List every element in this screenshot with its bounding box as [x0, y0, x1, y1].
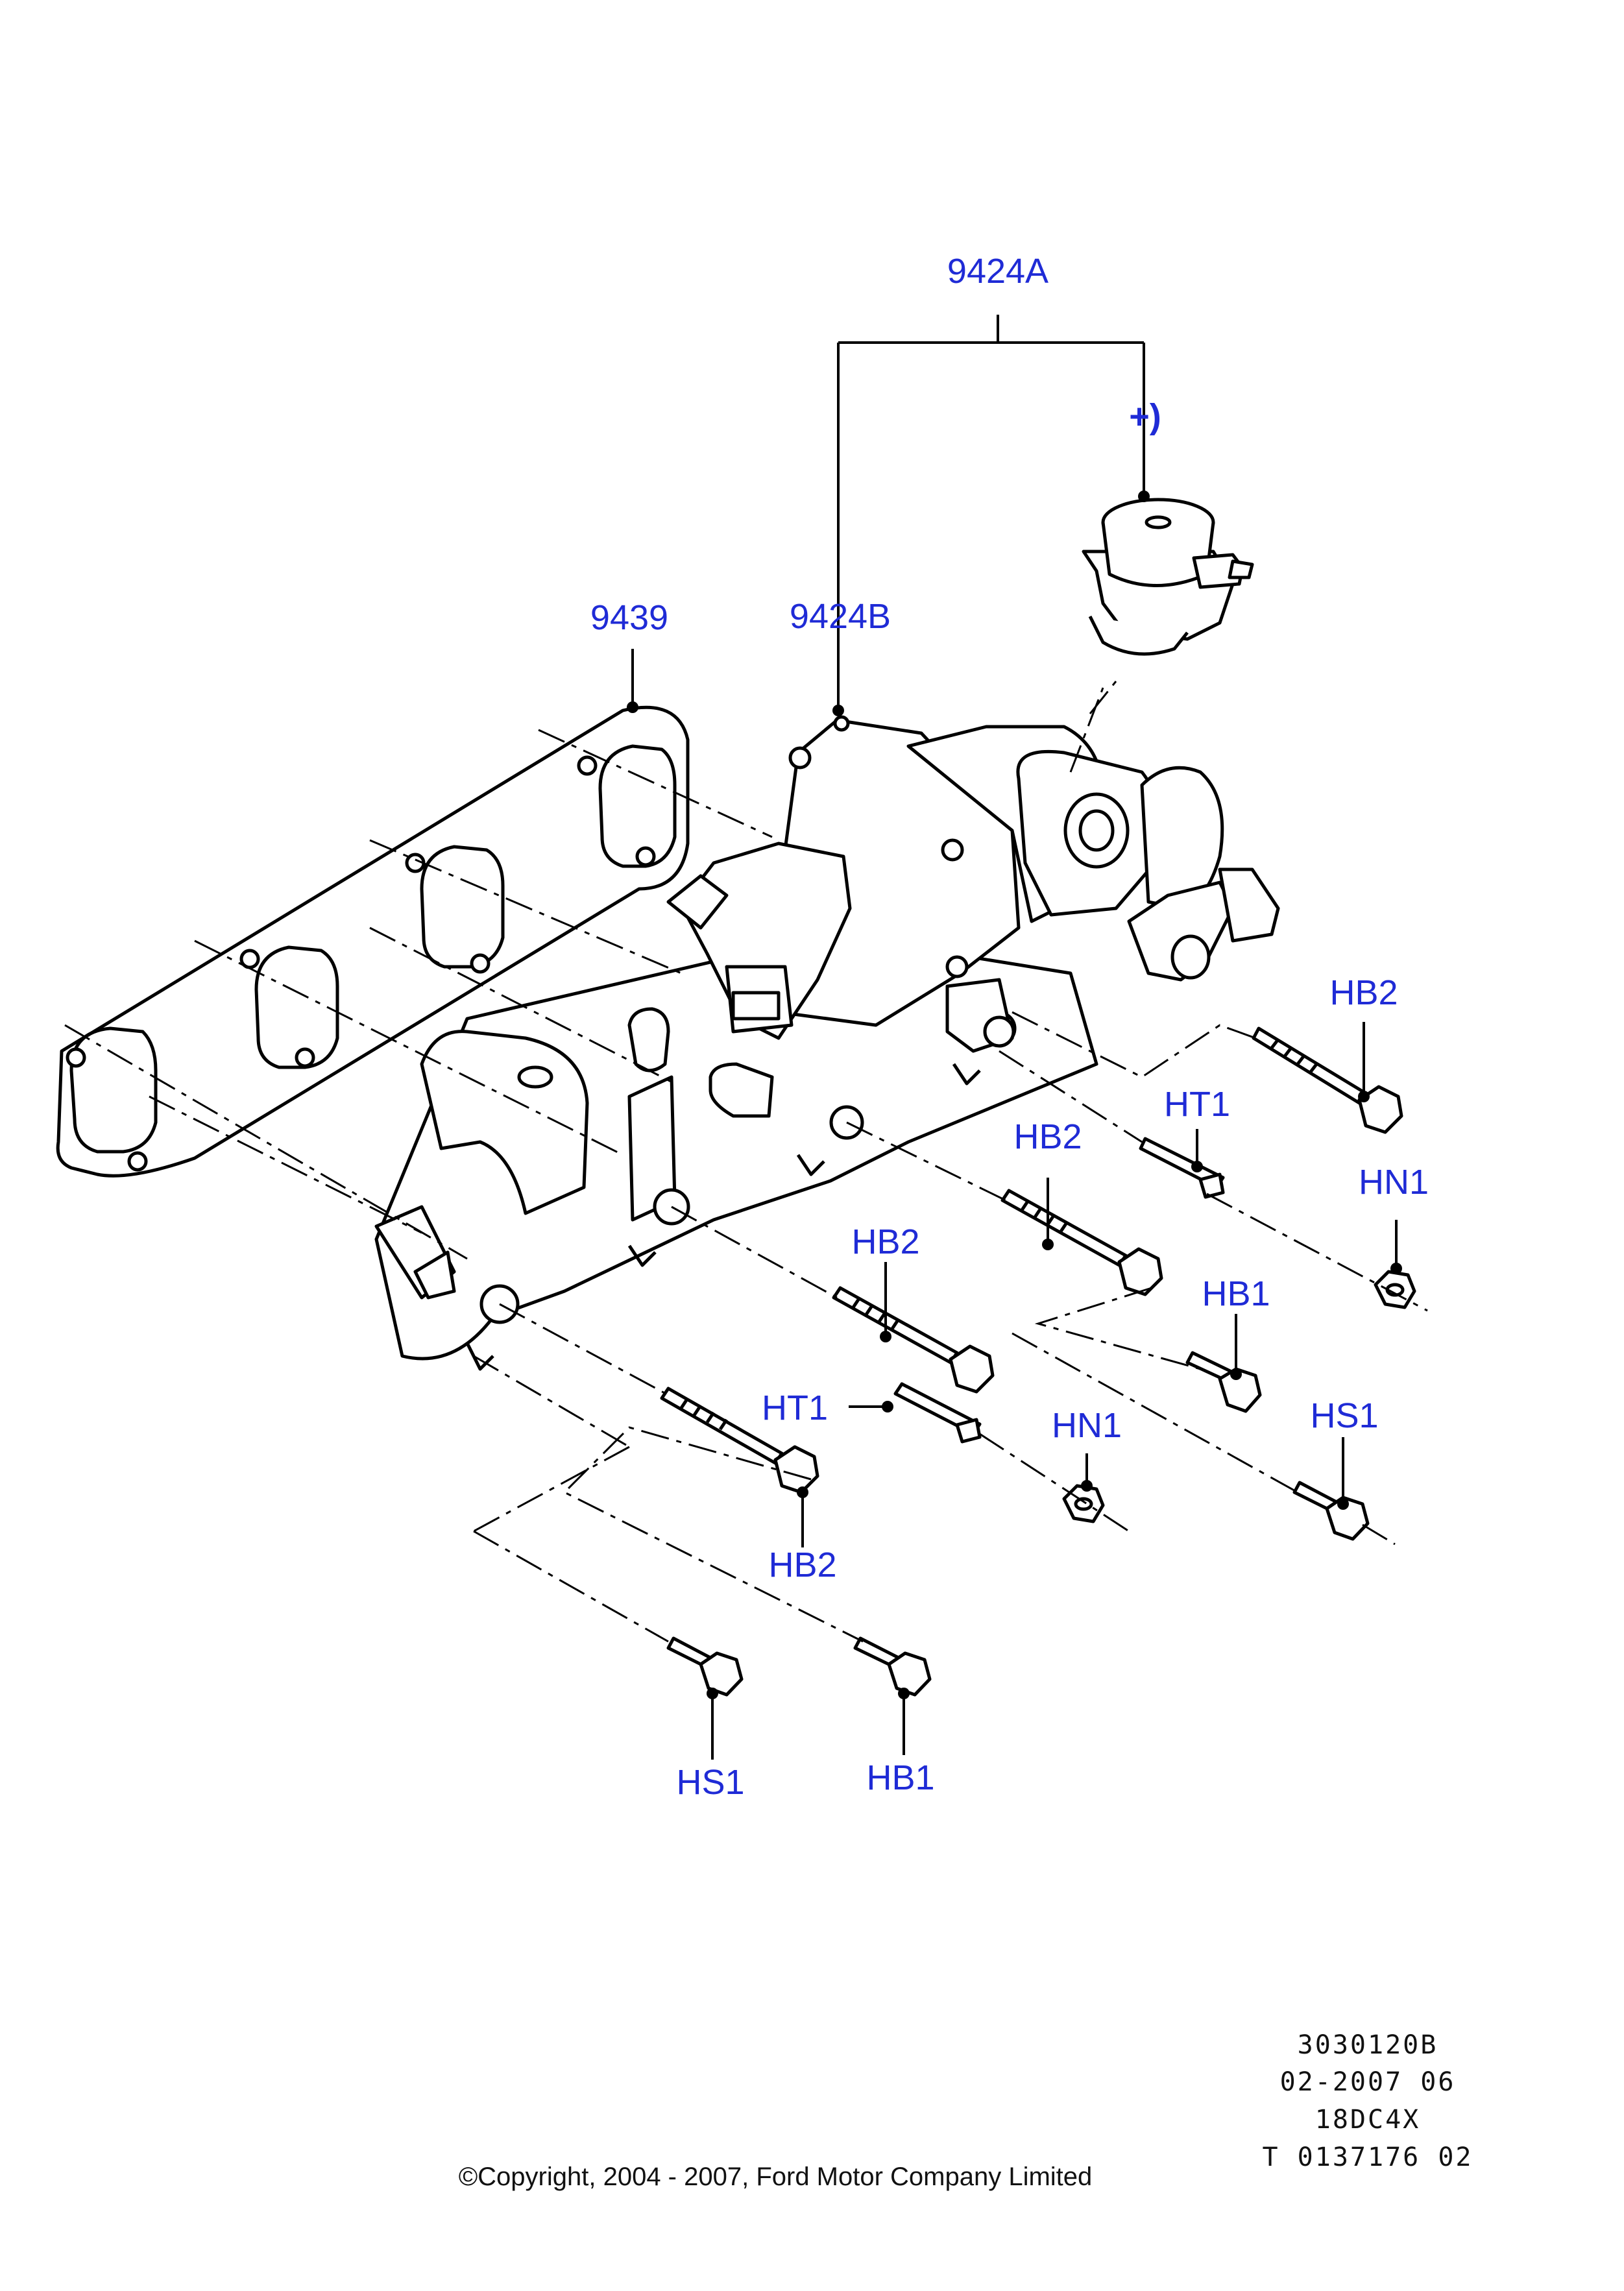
- label-HB2-1: HB2: [1329, 973, 1398, 1012]
- copyright-notice: ©Copyright, 2004 - 2007, Ford Motor Comp…: [459, 2163, 1093, 2191]
- bolt-HB1-2: [853, 1636, 932, 1697]
- bolt-HB2-1: [1252, 1026, 1403, 1134]
- bolt-HB1-1: [1185, 1351, 1262, 1413]
- leader-lines: [627, 315, 1402, 1760]
- label-9439: 9439: [590, 598, 668, 637]
- intake-manifold: [374, 932, 1098, 1371]
- nut-HN1-2: [1062, 1484, 1105, 1523]
- ref-line-2: 02-2007 06: [1280, 2067, 1456, 2097]
- label-HB1-2: HB1: [866, 1758, 934, 1797]
- center-lines: [64, 681, 1428, 1643]
- label-HB2-4: HB2: [768, 1546, 836, 1584]
- label-HS1-2: HS1: [676, 1763, 744, 1802]
- stud-HT1-1: [1139, 1137, 1225, 1199]
- bolt-HB2-3: [832, 1286, 995, 1394]
- bolt-HS1-1: [1292, 1481, 1370, 1541]
- label-HS1-1: HS1: [1310, 1396, 1378, 1435]
- fasteners: [660, 1026, 1416, 1697]
- bolt-HS1-2: [666, 1636, 744, 1697]
- nut-HN1-1: [1374, 1270, 1416, 1309]
- stud-HT1-2: [893, 1382, 982, 1444]
- egr-valve-9424A: [1082, 498, 1254, 656]
- bolt-HB2-2: [1000, 1189, 1163, 1296]
- label-HT1-1: HT1: [1164, 1085, 1230, 1124]
- label-plus-note: +): [1129, 397, 1161, 436]
- label-HB2-2: HB2: [1013, 1117, 1082, 1156]
- label-9424B: 9424B: [790, 597, 891, 636]
- bolt-HB2-4: [660, 1387, 819, 1494]
- ref-line-3: 18DC4X: [1315, 2105, 1421, 2135]
- part-labels: 9424A +) 9439 9424B HB2 HT1 HN1 HB2 HB2 …: [590, 252, 1429, 1802]
- label-HN1-1: HN1: [1359, 1163, 1429, 1202]
- label-HB2-3: HB2: [851, 1222, 919, 1261]
- label-HB1-1: HB1: [1202, 1274, 1270, 1313]
- label-HN1-2: HN1: [1052, 1406, 1122, 1445]
- label-HT1-2: HT1: [762, 1388, 828, 1427]
- ref-line-4: T 0137176 02: [1263, 2142, 1473, 2172]
- ref-line-1: 3030120B: [1298, 2030, 1438, 2060]
- reference-block: 3030120B 02-2007 06 18DC4X T 0137176 02: [1263, 2030, 1473, 2172]
- throttle-body-9424B: [666, 715, 1280, 1053]
- manifold-gasket-9439: [56, 705, 690, 1178]
- label-9424A: 9424A: [947, 252, 1048, 291]
